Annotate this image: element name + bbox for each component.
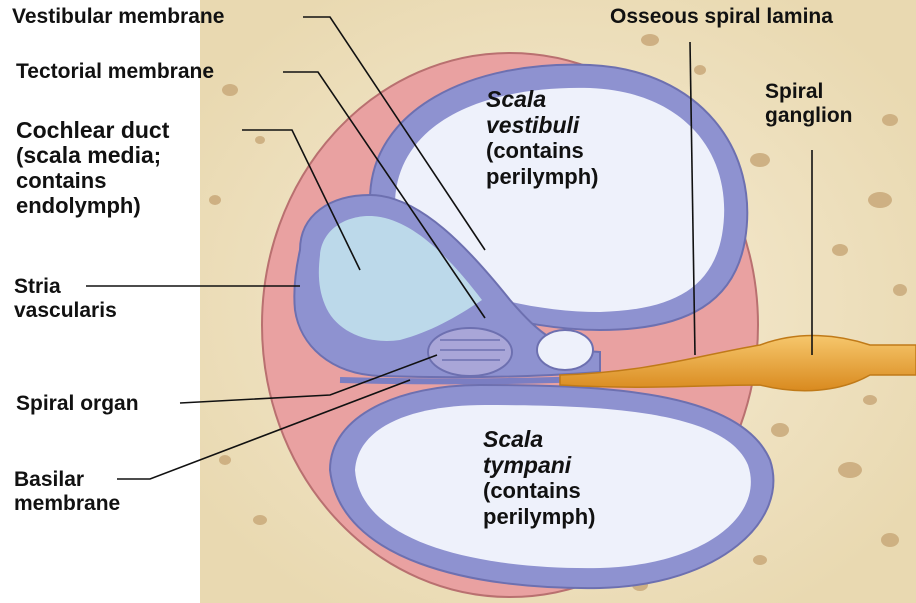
label-tectorial-membrane: Tectorial membrane (16, 60, 214, 84)
label-spiral-ganglion: Spiral ganglion (765, 80, 853, 128)
label-osseous-spiral-lamina: Osseous spiral lamina (610, 5, 833, 29)
label-cochlear-duct: Cochlear duct (scala media; contains end… (16, 118, 169, 218)
label-basilar-membrane: Basilar membrane (14, 468, 120, 516)
label-stria-vascularis: Stria vascularis (14, 275, 117, 323)
label-scala-vestibuli: Scala vestibuli (contains perilymph) (486, 86, 598, 190)
label-vestibular-membrane: Vestibular membrane (12, 5, 224, 29)
label-spiral-organ: Spiral organ (16, 392, 139, 416)
label-scala-tympani: Scala tympani (contains perilymph) (483, 426, 595, 530)
